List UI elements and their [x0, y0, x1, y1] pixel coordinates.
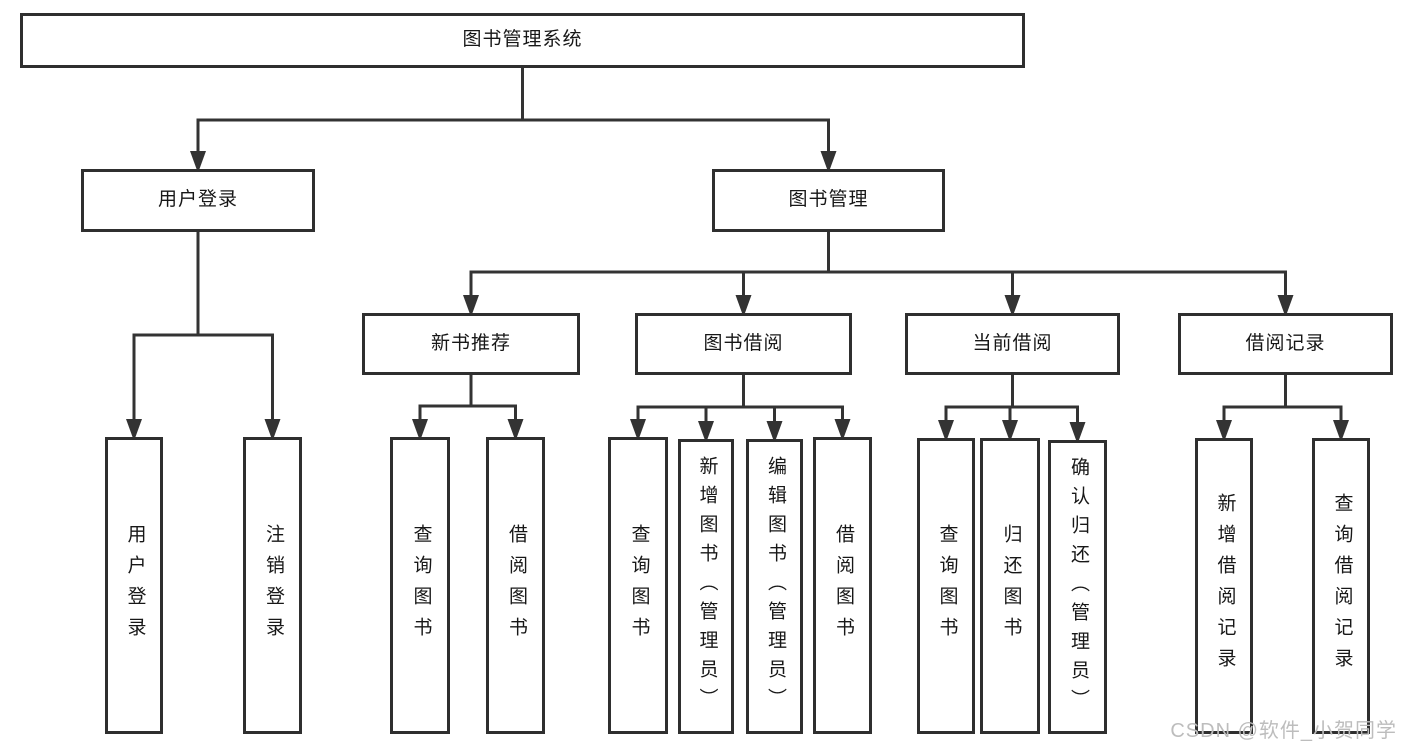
node-label: 借阅图书	[832, 523, 854, 648]
node-book-management: 图书管理	[712, 169, 945, 232]
watermark: CSDN @软件_小贺同学	[1170, 720, 1397, 742]
node-label: 编辑图书（管理员）	[764, 456, 786, 717]
node-label: 新增图书（管理员）	[696, 456, 718, 717]
node-leaf-add-borrow-record: 新增借阅记录	[1195, 438, 1253, 734]
node-label: 查询图书	[628, 523, 650, 648]
node-label: 查询图书	[936, 524, 958, 648]
node-book-borrow: 图书借阅	[635, 313, 852, 375]
node-leaf-query-book-3: 查询图书	[917, 438, 975, 734]
node-borrow-records: 借阅记录	[1178, 313, 1393, 375]
node-label: 注销登录	[262, 523, 284, 648]
node-label: 借阅图书	[505, 523, 527, 648]
node-leaf-confirm-return: 确认归还（管理员）	[1048, 440, 1107, 734]
node-leaf-edit-book: 编辑图书（管理员）	[746, 439, 803, 734]
node-label: 查询借阅记录	[1331, 493, 1353, 679]
node-leaf-query-borrow-record: 查询借阅记录	[1312, 438, 1370, 734]
node-leaf-query-book-1: 查询图书	[390, 437, 450, 734]
node-label: 图书借阅	[703, 332, 784, 354]
node-new-book-recommend: 新书推荐	[362, 313, 580, 375]
node-label: 用户登录	[124, 523, 146, 648]
node-label: 借阅记录	[1245, 332, 1326, 354]
node-user-login: 用户登录	[81, 169, 315, 232]
node-label: 新书推荐	[430, 332, 511, 354]
node-label: 确认归还（管理员）	[1067, 456, 1089, 718]
node-label: 图书管理	[788, 189, 869, 211]
node-leaf-borrow-book-1: 借阅图书	[486, 437, 545, 734]
node-current-borrow: 当前借阅	[905, 313, 1120, 375]
node-label: 当前借阅	[972, 332, 1053, 354]
node-leaf-borrow-book-2: 借阅图书	[813, 437, 872, 734]
node-leaf-user-login: 用户登录	[105, 437, 163, 734]
node-label: 归还图书	[1000, 524, 1022, 648]
node-leaf-return-book: 归还图书	[980, 438, 1040, 734]
node-label: 查询图书	[410, 523, 432, 648]
node-label: 新增借阅记录	[1214, 493, 1236, 679]
node-leaf-query-book-2: 查询图书	[608, 437, 668, 734]
node-leaf-add-book: 新增图书（管理员）	[678, 439, 734, 734]
node-leaf-logout: 注销登录	[243, 437, 302, 734]
node-label: 图书管理系统	[462, 29, 583, 51]
node-label: 用户登录	[157, 189, 238, 211]
node-root: 图书管理系统	[20, 13, 1025, 68]
